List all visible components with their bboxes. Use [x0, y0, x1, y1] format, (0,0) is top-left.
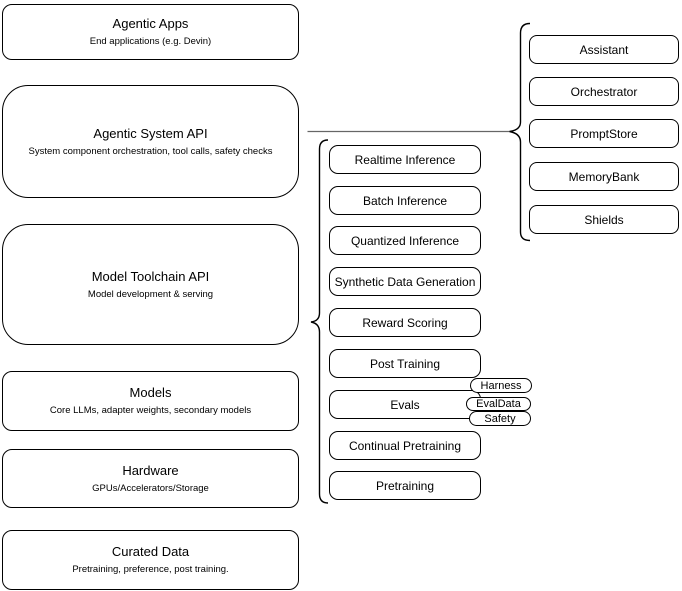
node-models: Models Core LLMs, adapter weights, secon… [2, 371, 299, 431]
node-memorybank: MemoryBank [529, 162, 679, 191]
node-subtitle: GPUs/Accelerators/Storage [92, 482, 209, 494]
node-shields: Shields [529, 205, 679, 234]
node-hardware: Hardware GPUs/Accelerators/Storage [2, 449, 299, 508]
node-realtime-inference: Realtime Inference [329, 145, 481, 174]
node-quantized-inference: Quantized Inference [329, 226, 481, 255]
badge-harness: Harness [470, 378, 532, 393]
node-batch-inference: Batch Inference [329, 186, 481, 215]
node-subtitle: Pretraining, preference, post training. [72, 564, 229, 575]
node-assistant: Assistant [529, 35, 679, 64]
node-synthetic-data-generation: Synthetic Data Generation [329, 267, 481, 296]
node-post-training: Post Training [329, 349, 481, 378]
node-reward-scoring: Reward Scoring [329, 308, 481, 337]
toolchain-brace [310, 139, 329, 504]
node-title: Agentic Apps [112, 16, 189, 31]
system-brace [509, 22, 531, 242]
node-orchestrator: Orchestrator [529, 77, 679, 106]
node-curated-data: Curated Data Pretraining, preference, po… [2, 530, 299, 590]
node-pretraining: Pretraining [329, 471, 481, 500]
node-promptstore: PromptStore [529, 119, 679, 148]
node-title: Model Toolchain API [91, 268, 210, 284]
node-subtitle: Model development & serving [87, 288, 214, 300]
node-continual-pretraining: Continual Pretraining [329, 431, 481, 460]
node-evals: Evals [329, 390, 481, 419]
node-subtitle: Core LLMs, adapter weights, secondary mo… [49, 405, 252, 416]
node-subtitle: End applications (e.g. Devin) [89, 36, 212, 47]
node-agentic-system-api: Agentic System API System component orch… [2, 85, 299, 198]
node-title: Agentic System API [93, 125, 208, 141]
badge-evaldata: EvalData [466, 397, 531, 411]
node-agentic-apps: Agentic Apps End applications (e.g. Devi… [2, 4, 299, 60]
node-title: Models [129, 385, 172, 400]
node-title: Hardware [122, 462, 179, 478]
badge-safety: Safety [469, 411, 531, 426]
node-title: Curated Data [111, 544, 190, 559]
node-model-toolchain-api: Model Toolchain API Model development & … [2, 224, 299, 345]
node-subtitle: System component orchestration, tool cal… [28, 145, 273, 157]
